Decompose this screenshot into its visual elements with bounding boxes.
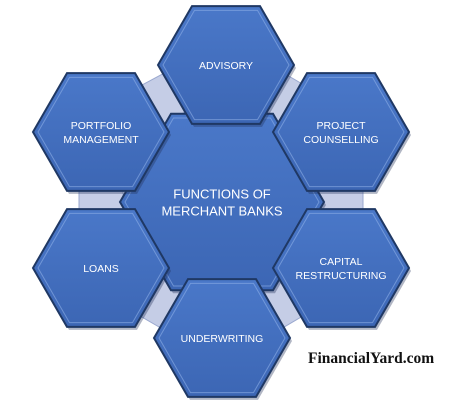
project-counselling-hexagon <box>271 72 411 194</box>
loans-hexagon <box>31 208 171 330</box>
underwriting-hexagon <box>152 278 292 400</box>
hexagon-group <box>31 5 411 400</box>
loans-label: LOANS <box>83 263 119 275</box>
portfolio-management-hexagon <box>31 72 171 194</box>
advisory-hexagon <box>156 5 296 127</box>
watermark-text: FinancialYard.com <box>308 350 435 367</box>
capital-restructuring-hexagon <box>271 208 411 330</box>
center-hexagon <box>118 112 326 294</box>
underwriting-label: UNDERWRITING <box>181 333 264 345</box>
advisory-label: ADVISORY <box>199 60 253 72</box>
